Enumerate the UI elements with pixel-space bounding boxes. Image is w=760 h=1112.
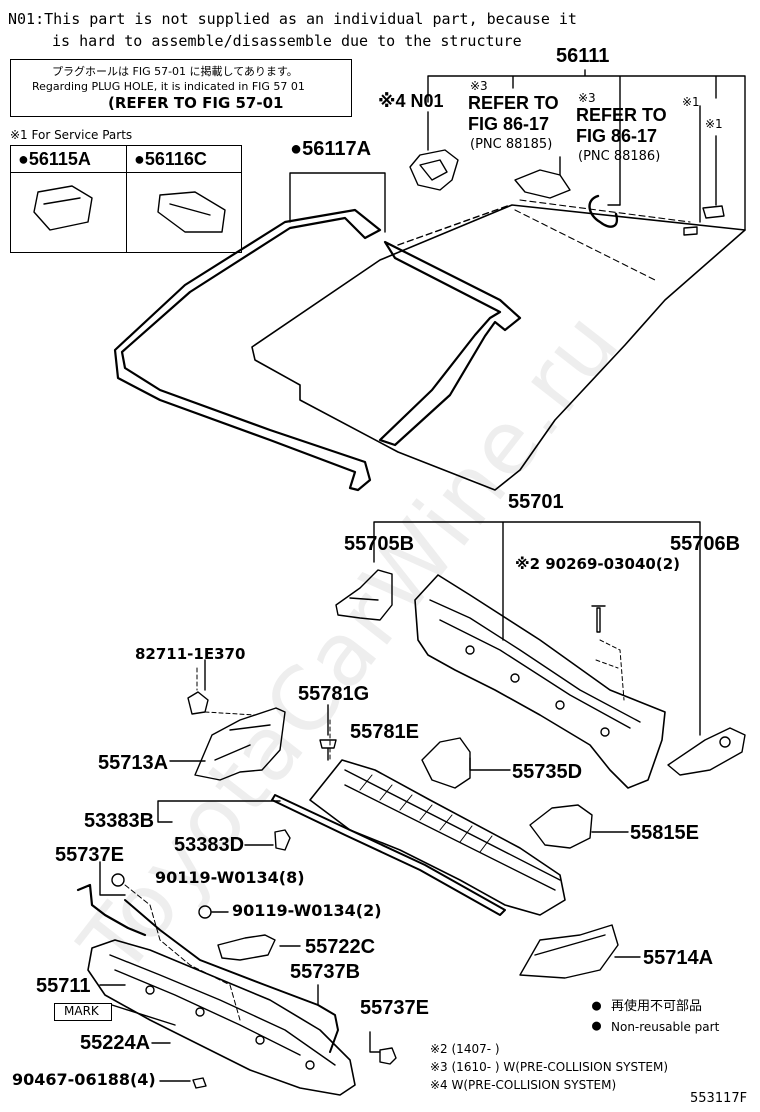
part-n01-label: ※4 N01 bbox=[378, 91, 444, 111]
part-90269-03040: ※2 90269-03040(2) bbox=[515, 555, 680, 573]
ref2-line2: FIG 86-17 bbox=[576, 126, 658, 146]
service-box-divider-v bbox=[126, 145, 127, 252]
part-55701: 55701 bbox=[508, 491, 564, 513]
legend-en: Non-reusable part bbox=[611, 1020, 720, 1034]
ref2-line1: REFER TO bbox=[576, 105, 667, 125]
mark-label: MARK bbox=[64, 1004, 99, 1018]
note-4: ※4 W(PRE-COLLISION SYSTEM) bbox=[430, 1078, 617, 1092]
part-55714a: 55714A bbox=[643, 947, 714, 969]
note-n01-line2: is hard to assemble/disassemble due to t… bbox=[52, 32, 522, 50]
service-box-divider-h bbox=[10, 172, 241, 173]
part-90119-w0134-8: 90119-W0134(8) bbox=[155, 868, 305, 887]
part-53383d: 53383D bbox=[174, 834, 245, 856]
part-82711-1e370: 82711-1E370 bbox=[135, 645, 246, 663]
part-56115a: ●56115A bbox=[18, 149, 91, 169]
part-56117a: ●56117A bbox=[290, 138, 372, 160]
part-55706b: 55706B bbox=[670, 533, 741, 555]
part-55737e-bottom: 55737E bbox=[360, 997, 429, 1019]
refer-jp-text: プラグホールは FIG 57-01 に掲載してあります。 bbox=[52, 65, 298, 78]
service-parts-title: ※1 For Service Parts bbox=[10, 128, 133, 142]
part-55737e-top: 55737E bbox=[55, 844, 124, 866]
part-56111: 56111 bbox=[556, 45, 610, 67]
figure-id: 553117F bbox=[690, 1091, 748, 1106]
part-55781e: 55781E bbox=[350, 721, 419, 743]
part-55711: 55711 bbox=[36, 975, 91, 997]
service-mark-1b: ※1 bbox=[705, 117, 723, 131]
ref2-pnc: (PNC 88186) bbox=[578, 149, 661, 164]
refer-box bbox=[10, 59, 352, 117]
mark-box bbox=[54, 1003, 112, 1021]
part-55781g: 55781G bbox=[298, 683, 370, 705]
ref1-pnc: (PNC 88185) bbox=[470, 137, 553, 152]
ref1-line2: FIG 86-17 bbox=[468, 114, 550, 134]
part-55224a: 55224A bbox=[80, 1032, 151, 1054]
ref1-line1: REFER TO bbox=[468, 93, 559, 113]
ref1-mark: ※3 bbox=[470, 79, 488, 93]
service-mark-1a: ※1 bbox=[682, 95, 700, 109]
part-90467-06188: 90467-06188(4) bbox=[12, 1070, 156, 1089]
legend-jp: 再使用不可部品 bbox=[611, 999, 703, 1014]
refer-fig-text: (REFER TO FIG 57-01 bbox=[108, 94, 284, 112]
refer-en-text: Regarding PLUG HOLE, it is indicated in … bbox=[32, 80, 305, 93]
note-3: ※3 (1610- ) W(PRE-COLLISION SYSTEM) bbox=[430, 1060, 669, 1074]
part-n01-mark: ※4 N01 bbox=[378, 92, 444, 110]
note-n01-line1: N01:This part is not supplied as an indi… bbox=[8, 10, 577, 28]
part-55815e: 55815E bbox=[630, 822, 699, 844]
part-56116c: ●56116C bbox=[134, 149, 207, 169]
part-55737b: 55737B bbox=[290, 961, 361, 983]
ref2-mark: ※3 bbox=[578, 91, 596, 105]
legend-bullet-2: ● bbox=[592, 1016, 602, 1034]
part-53383b: 53383B bbox=[84, 810, 155, 832]
legend-bullet-1: ● bbox=[592, 996, 602, 1014]
part-55722c: 55722C bbox=[305, 936, 376, 958]
part-55713a: 55713A bbox=[98, 752, 169, 774]
part-55735d: 55735D bbox=[512, 761, 583, 783]
part-90119-w0134-2: 90119-W0134(2) bbox=[232, 901, 382, 920]
note-2: ※2 (1407- ) bbox=[430, 1042, 500, 1056]
part-55705b: 55705B bbox=[344, 533, 415, 555]
